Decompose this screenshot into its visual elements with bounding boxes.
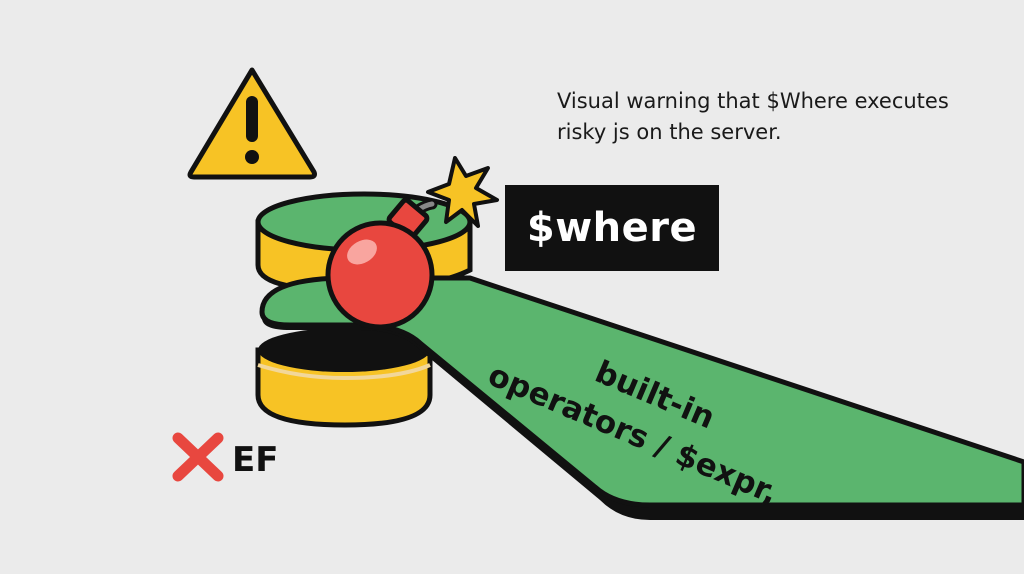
caption-line-1: Visual warning that $Where executes [557,89,949,113]
warning-triangle-icon [187,67,317,180]
operators-ramp [259,275,1024,520]
spark-icon [426,156,499,228]
cross-icon [172,432,224,482]
warning-caption: Visual warning that $Where executes risk… [557,86,997,148]
where-operator-badge: $where [505,185,719,271]
caption-line-2: risky js on the server. [557,120,782,144]
ef-label: EF [232,440,279,480]
bomb-icon [325,197,438,330]
